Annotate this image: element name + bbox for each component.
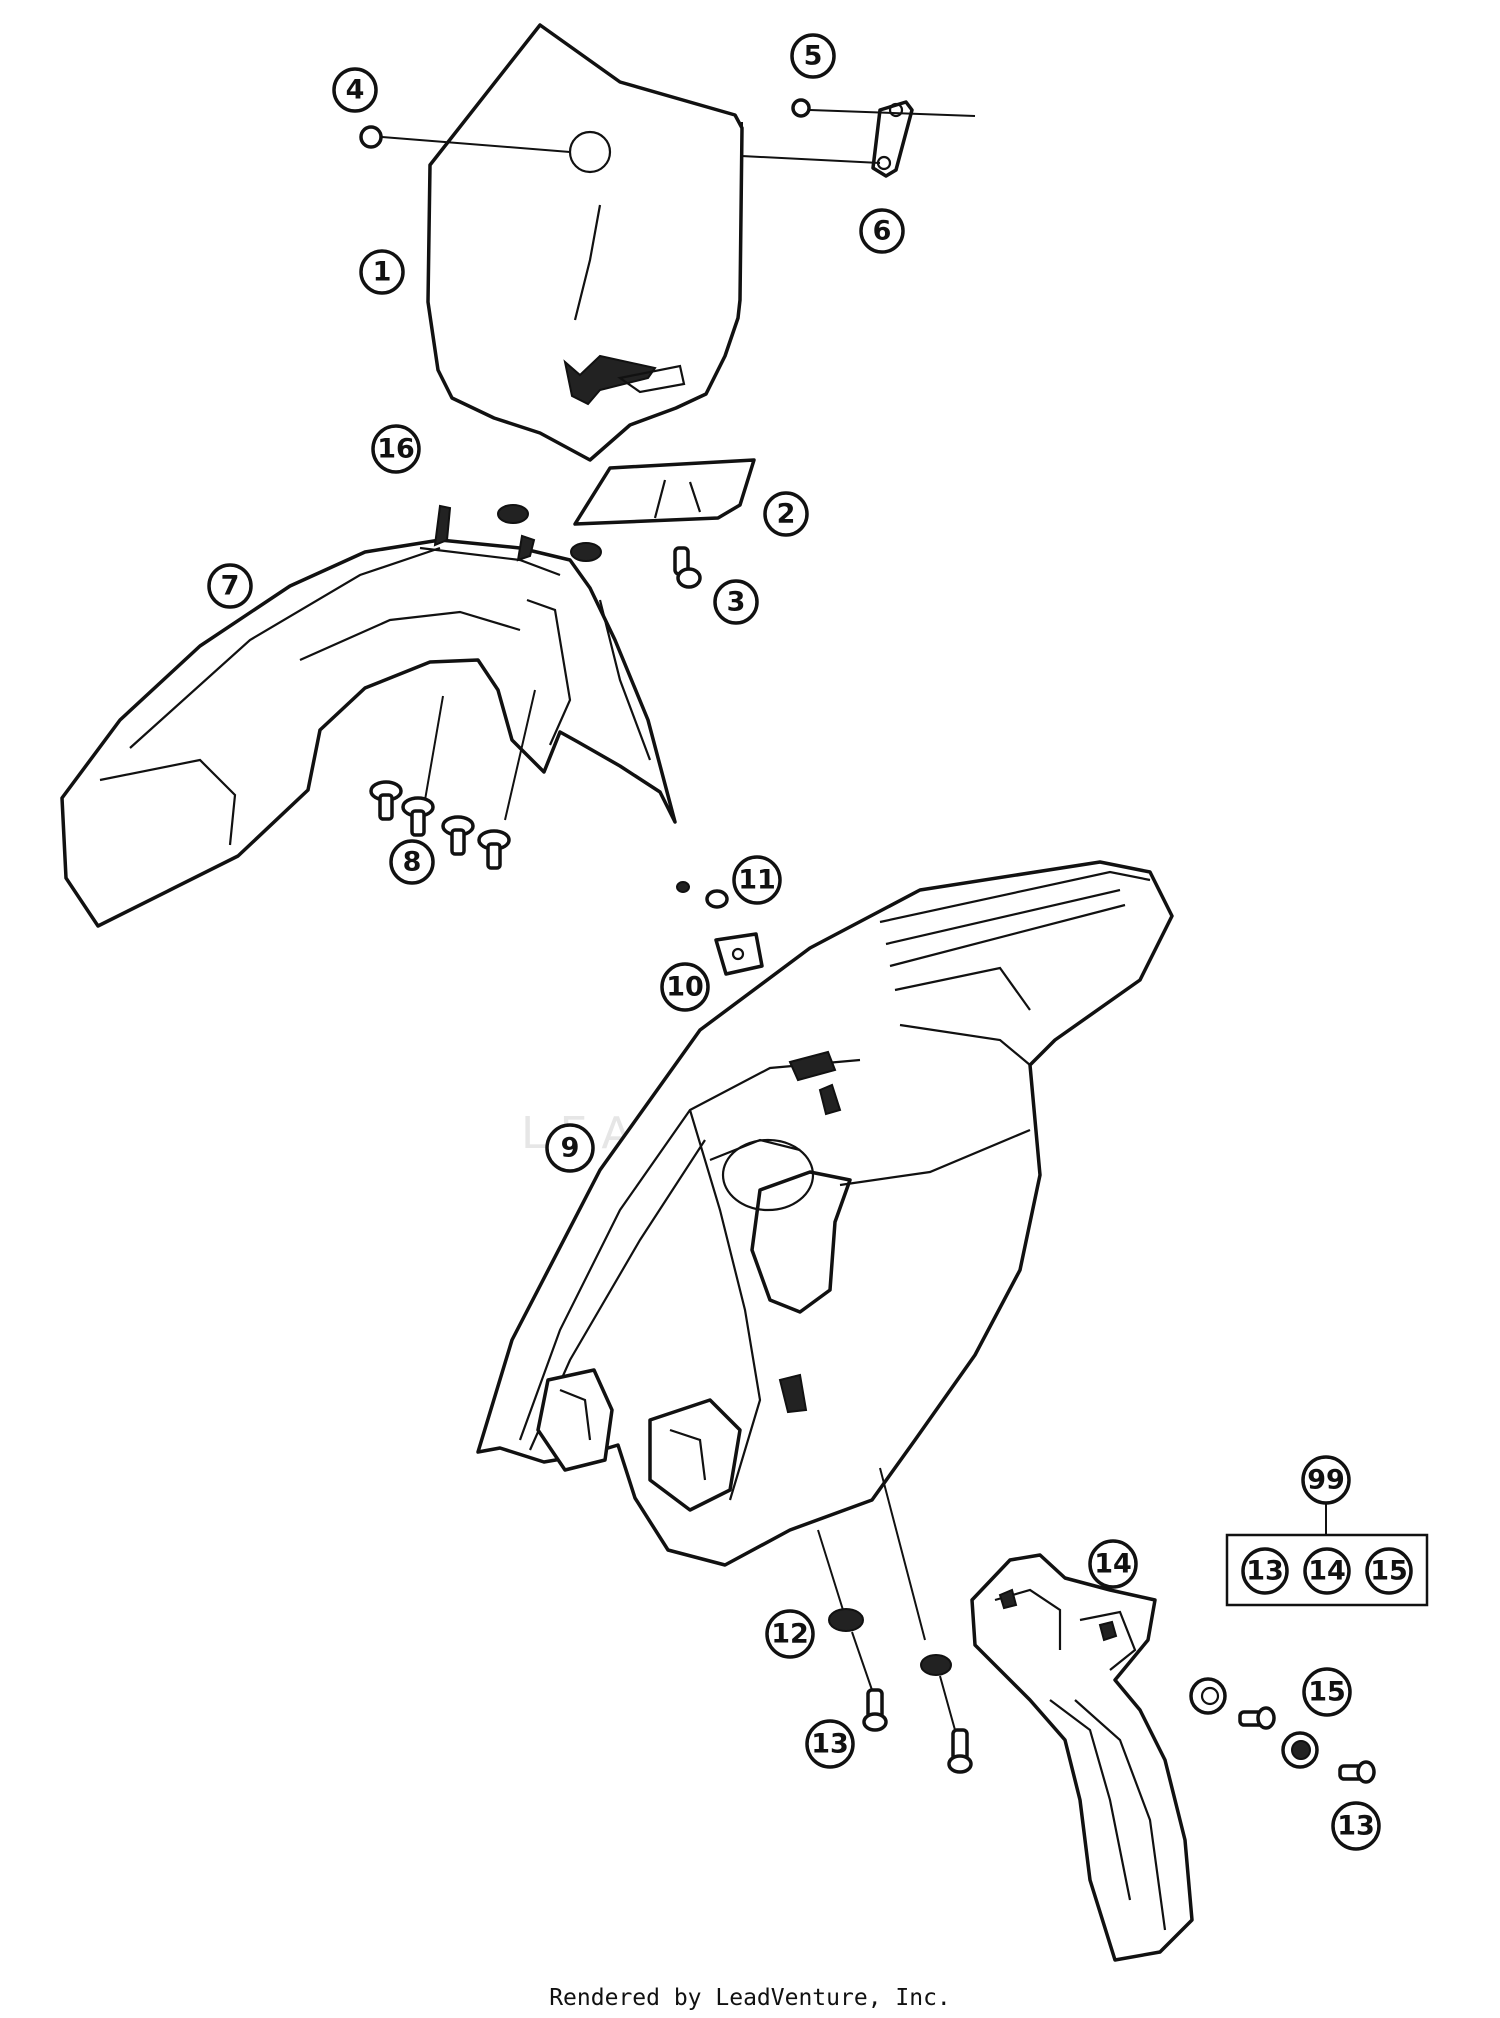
svg-text:1: 1 <box>373 257 392 288</box>
callout-7: 7 <box>207 563 253 609</box>
svg-text:4: 4 <box>346 75 365 106</box>
panel-screw-part <box>1238 1706 1376 1784</box>
rear-fender-part <box>476 860 1174 1567</box>
kit-item-14: 14 <box>1303 1547 1351 1595</box>
callout-13-left: 13 <box>805 1719 855 1769</box>
callout-2: 2 <box>763 491 809 537</box>
svg-text:16: 16 <box>377 434 415 465</box>
callout-11: 11 <box>732 855 782 905</box>
svg-text:6: 6 <box>873 216 892 247</box>
plate-bracket-part <box>791 98 914 178</box>
svg-text:14: 14 <box>1308 1556 1346 1587</box>
svg-text:15: 15 <box>1308 1677 1346 1708</box>
callout-12: 12 <box>765 1609 815 1659</box>
svg-text:9: 9 <box>561 1133 580 1164</box>
plate-screw-part <box>359 125 383 149</box>
callout-99: 99 <box>1301 1455 1351 1505</box>
callout-1: 1 <box>359 249 405 295</box>
speed-nut-part <box>714 932 764 976</box>
number-plate-part <box>426 23 744 462</box>
front-fender-part <box>60 504 677 928</box>
callout-14: 14 <box>1088 1539 1138 1589</box>
grommet-part <box>828 1608 952 1676</box>
svg-text:14: 14 <box>1094 1549 1132 1580</box>
svg-text:11: 11 <box>738 865 776 896</box>
callout-16: 16 <box>371 424 421 474</box>
fender-screw-part <box>369 780 511 870</box>
callout-13-right: 13 <box>1331 1801 1381 1851</box>
svg-text:12: 12 <box>771 1619 809 1650</box>
svg-text:13: 13 <box>1246 1556 1284 1587</box>
side-panel-part <box>970 1553 1194 1962</box>
callout-6: 6 <box>859 208 905 254</box>
svg-text:3: 3 <box>727 587 746 618</box>
svg-text:99: 99 <box>1307 1465 1345 1496</box>
svg-text:7: 7 <box>221 571 240 602</box>
decal-screw-part <box>673 546 702 589</box>
decal-part <box>573 458 756 526</box>
small-screw-part <box>676 881 729 909</box>
callout-9: 9 <box>545 1123 595 1173</box>
callout-10: 10 <box>660 962 710 1012</box>
callout-15: 15 <box>1302 1667 1352 1717</box>
svg-text:15: 15 <box>1370 1556 1408 1587</box>
kit-item-13: 13 <box>1241 1547 1289 1595</box>
callout-3: 3 <box>713 579 759 625</box>
clip-nut-part <box>497 504 602 562</box>
callout-5: 5 <box>790 33 836 79</box>
render-credit: Rendered by LeadVenture, Inc. <box>549 1985 951 2011</box>
svg-text:2: 2 <box>777 499 796 530</box>
svg-text:10: 10 <box>666 972 704 1003</box>
panel-grommet-part <box>1189 1677 1319 1769</box>
kit-group: 99 13 14 15 <box>1225 1455 1429 1607</box>
svg-text:13: 13 <box>1337 1811 1375 1842</box>
svg-text:5: 5 <box>804 41 823 72</box>
callout-8: 8 <box>389 839 435 885</box>
kit-item-15: 15 <box>1365 1547 1413 1595</box>
svg-text:13: 13 <box>811 1729 849 1760</box>
rear-fender-screw-part <box>862 1688 973 1774</box>
svg-text:8: 8 <box>403 847 422 878</box>
callout-4: 4 <box>332 67 378 113</box>
